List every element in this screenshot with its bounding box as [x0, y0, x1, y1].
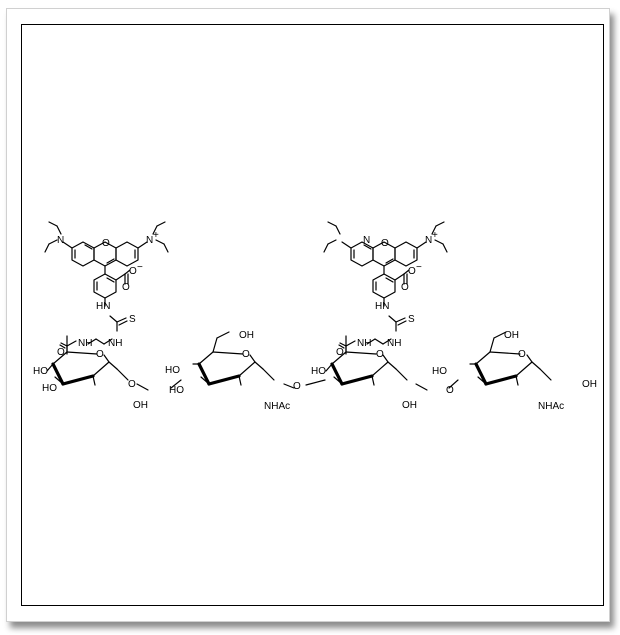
label-carbonyl-o-right: O — [401, 282, 409, 293]
label-nplus-right: N — [425, 235, 432, 246]
label-o-link2: O — [293, 381, 301, 392]
label-o-link3: O — [446, 385, 454, 396]
label-oh-ring4: OH — [504, 330, 519, 341]
label-nh-amide-left: NH — [78, 338, 92, 349]
label-ho-ring1-b: HO — [42, 383, 57, 394]
label-ho-ring1: HO — [33, 366, 48, 377]
label-ho-ring4: HO — [432, 366, 447, 377]
label-nhac-ring4: NHAc — [538, 401, 564, 412]
figure-frame — [21, 24, 604, 606]
label-oh-ring2: OH — [239, 330, 254, 341]
glycosidic-bonds — [116, 368, 552, 391]
label-plus-right: + — [432, 230, 438, 241]
label-hn-right: HN — [375, 301, 389, 312]
label-oh-ring1: OH — [133, 400, 148, 411]
label-o-link1: O — [128, 379, 136, 390]
label-nhac-ring2: NHAc — [264, 401, 290, 412]
label-minus-right: − — [416, 262, 422, 273]
label-s-right: S — [408, 314, 415, 325]
label-nplus-left: N — [146, 235, 153, 246]
label-ho-ring2: HO — [165, 365, 180, 376]
label-o-ring1: O — [96, 349, 104, 360]
label-amide-o-left: O — [57, 347, 65, 358]
label-o-ring3: O — [376, 349, 384, 360]
label-oh-ring3: OH — [402, 400, 417, 411]
label-plus-left: + — [153, 230, 159, 241]
label-o-ring2: O — [242, 349, 250, 360]
label-o-ring4: O — [518, 349, 526, 360]
label-hn-left: HN — [96, 301, 110, 312]
label-net2-right: N — [363, 235, 370, 246]
label-xanthene-o-left: O — [102, 238, 110, 249]
label-minus-left: − — [137, 262, 143, 273]
label-nh-thiourea-left: NH — [108, 338, 122, 349]
label-s-left: S — [129, 314, 136, 325]
label-carbonyl-o-left: O — [122, 282, 130, 293]
label-amide-o-right: O — [336, 347, 344, 358]
label-oh-anomeric: OH — [582, 379, 597, 390]
label-carboxylate-o-right: O — [408, 266, 416, 277]
label-ho-link1: HO — [169, 385, 184, 396]
label-nh-amide-right: NH — [357, 338, 371, 349]
label-carboxylate-o-left: O — [129, 266, 137, 277]
label-net2-left: N — [57, 235, 64, 246]
label-ho-ring3: HO — [311, 366, 326, 377]
label-xanthene-o-right: O — [381, 238, 389, 249]
label-nh-thiourea-right: NH — [387, 338, 401, 349]
